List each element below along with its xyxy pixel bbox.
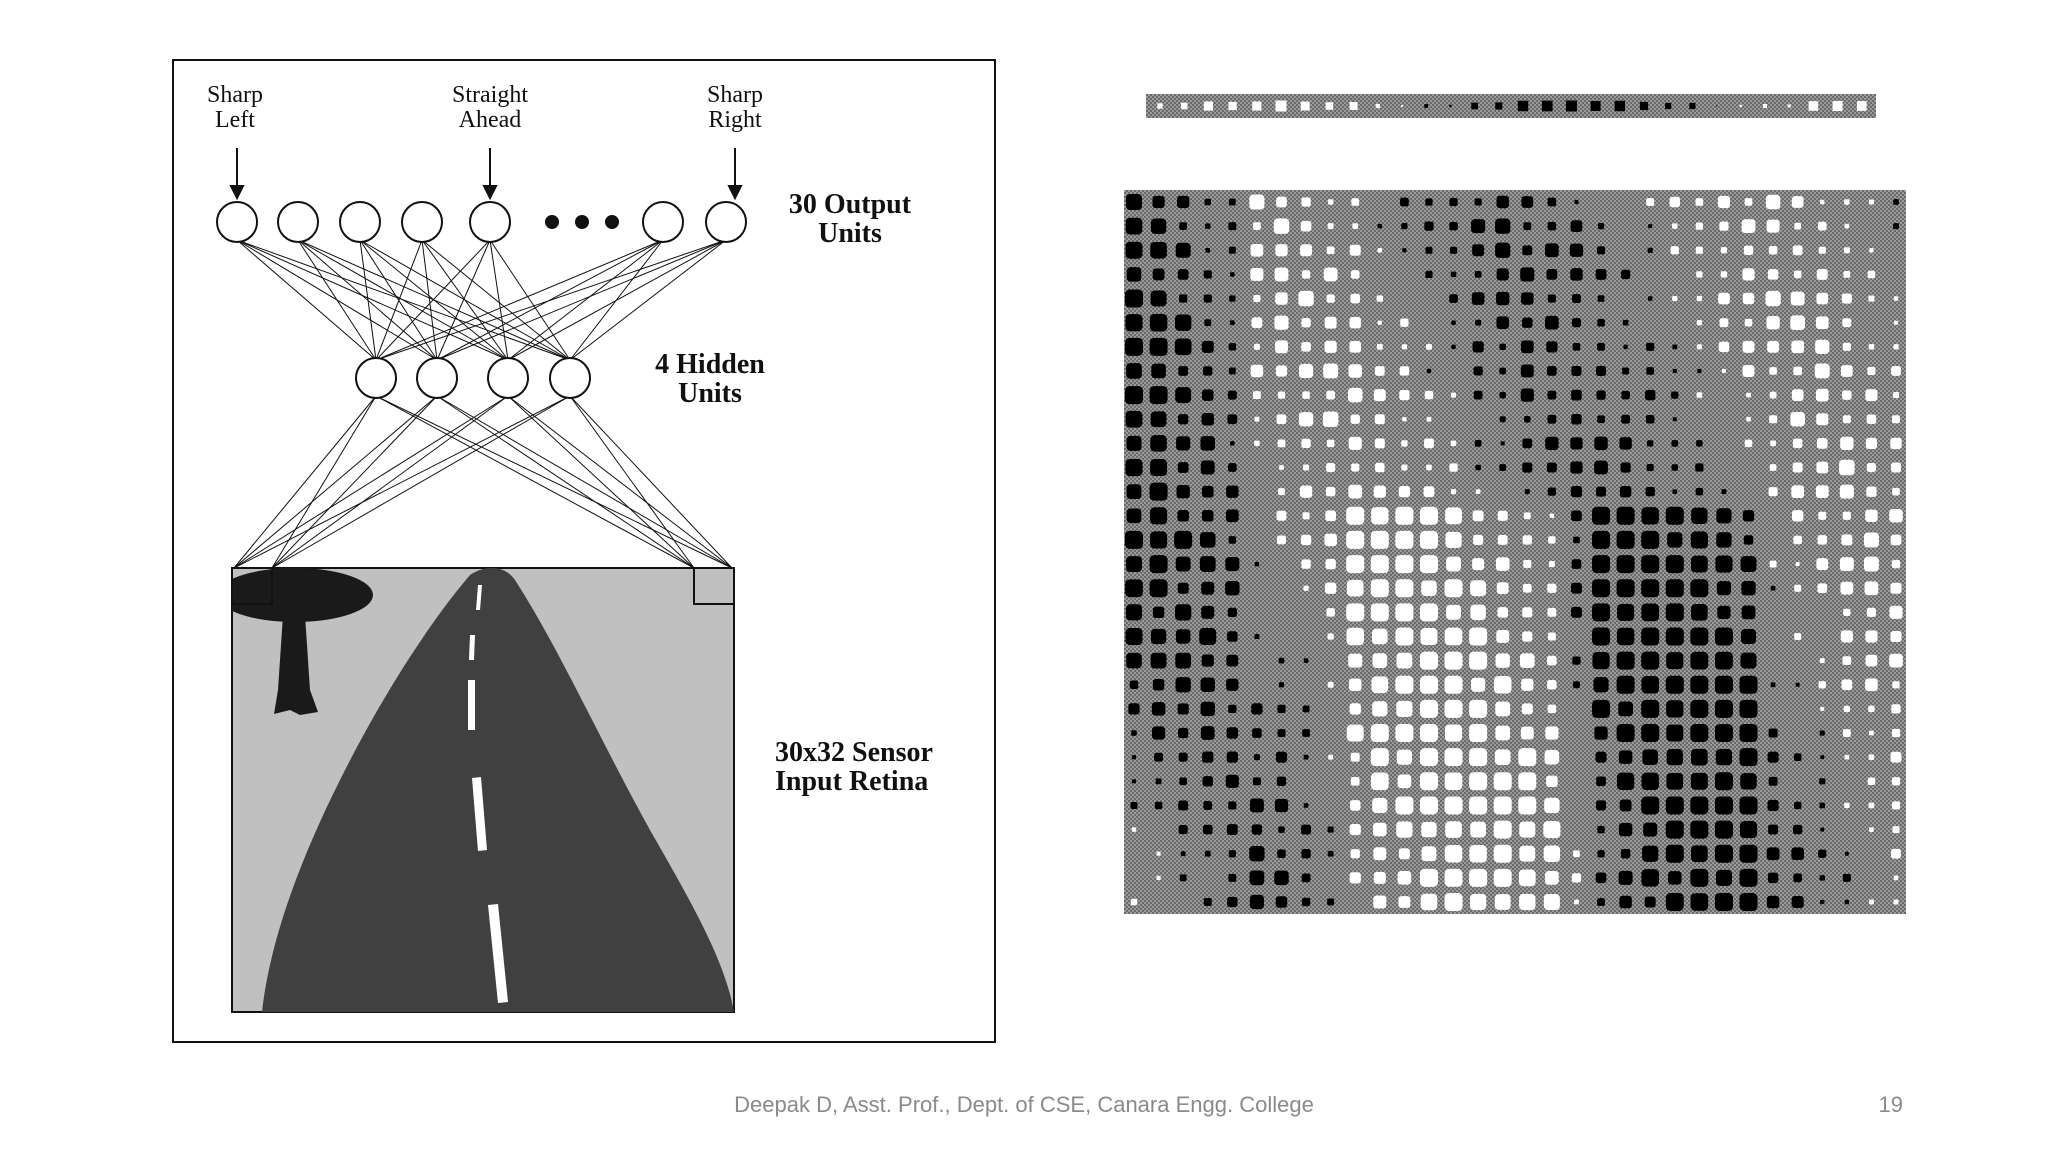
output-unit-node bbox=[642, 201, 684, 243]
output-units bbox=[216, 201, 747, 243]
output-arrows bbox=[229, 148, 743, 201]
output-unit-node bbox=[705, 201, 747, 243]
page-number: 19 bbox=[1878, 1092, 1903, 1117]
lane-markings bbox=[468, 585, 508, 1003]
road-shape bbox=[262, 568, 734, 1012]
output-unit-node bbox=[339, 201, 381, 243]
hidden-unit-node bbox=[355, 357, 397, 399]
hidden-unit-node bbox=[487, 357, 529, 399]
input-retina bbox=[231, 567, 735, 1013]
hidden-unit-node bbox=[416, 357, 458, 399]
hidden-weights-matrix bbox=[1124, 190, 1906, 914]
hidden-to-output-connections bbox=[236, 239, 727, 361]
output-weights-strip bbox=[1146, 94, 1876, 118]
hidden-unit-node bbox=[549, 357, 591, 399]
hidden-units bbox=[355, 357, 591, 399]
output-unit-node bbox=[469, 201, 511, 243]
retina-to-hidden-connections bbox=[233, 395, 733, 569]
footer-credit: Deepak D, Asst. Prof., Dept. of CSE, Can… bbox=[734, 1092, 1314, 1117]
output-unit-node bbox=[216, 201, 258, 243]
ellipsis-dots bbox=[545, 215, 619, 229]
tree-icon bbox=[232, 568, 373, 715]
output-unit-node bbox=[277, 201, 319, 243]
output-unit-node bbox=[401, 201, 443, 243]
